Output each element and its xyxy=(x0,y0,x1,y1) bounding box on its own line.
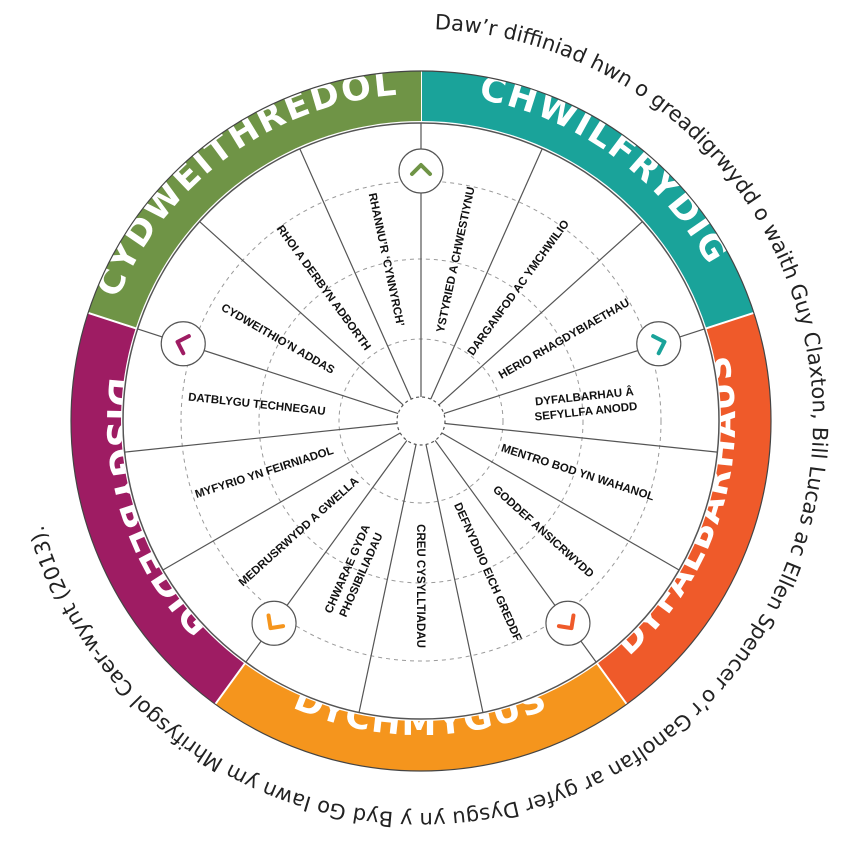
chevron-icon xyxy=(175,334,191,356)
skill-label-creu-cysylltiadau: CREU CYSYLLTIADAU xyxy=(414,524,426,648)
segment-divider xyxy=(595,661,629,706)
chevron-icon xyxy=(556,613,576,631)
spoke-line xyxy=(425,444,484,713)
ring-segment-cydweithredol xyxy=(88,71,421,329)
spoke-line xyxy=(430,148,543,400)
spoke-line xyxy=(124,422,398,453)
hub-circle xyxy=(396,396,446,446)
chevron-badge-disgybledig xyxy=(160,321,206,367)
spoke-line xyxy=(199,221,404,406)
chevron-badge-dyfalbarhaus xyxy=(545,600,591,646)
ring-segment-dychmygus xyxy=(215,663,627,772)
chevron-icon xyxy=(410,163,432,176)
spoke-line xyxy=(444,422,718,453)
ring-segment-dyfalbarhaus xyxy=(597,312,771,705)
chevron-badge-cydweithredol xyxy=(398,148,444,194)
segment-divider xyxy=(213,661,247,706)
ring-segment-chwilfrydig xyxy=(421,71,754,329)
segment-divider xyxy=(704,311,756,330)
segment-divider xyxy=(86,311,138,330)
chevron-badge-chwilfrydig xyxy=(636,321,682,367)
ring-outline xyxy=(70,70,772,772)
chevron-badge-dychmygus xyxy=(251,600,297,646)
spoke-line xyxy=(438,221,643,406)
spoke-line xyxy=(299,148,412,400)
chevron-icon xyxy=(266,613,286,631)
chevron-icon xyxy=(651,334,667,356)
ring-segment-disgybledig xyxy=(70,312,245,705)
spoke-line xyxy=(162,432,401,571)
spoke-line xyxy=(358,444,417,713)
spoke-line xyxy=(441,432,680,571)
